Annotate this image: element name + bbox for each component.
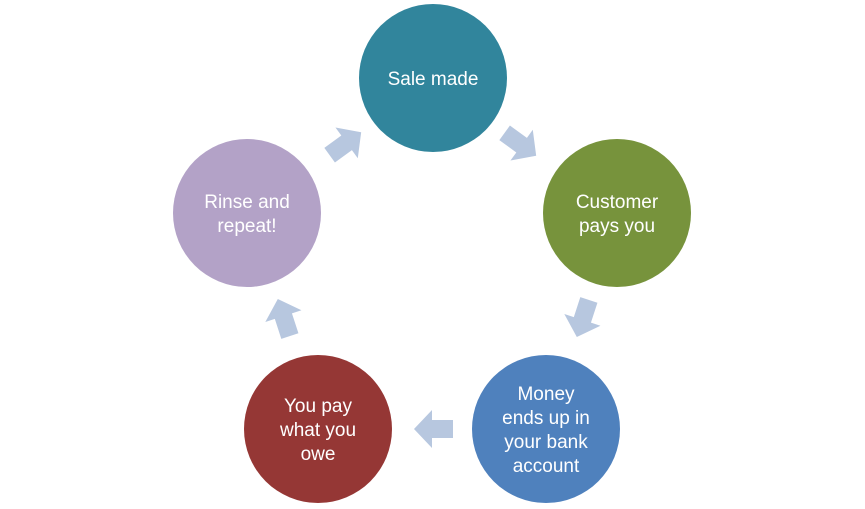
node-circle [173, 139, 321, 287]
node-you-pay-what-you-owe: You pay what you owe [244, 355, 392, 503]
node-label-line: Money [517, 384, 575, 405]
node-label-line: your bank [504, 432, 588, 453]
node-label-line: ends up in [502, 408, 590, 429]
node-customer-pays-you: Customer pays you [543, 139, 691, 287]
node-circle [359, 4, 507, 152]
node-sale-made: Sale made [359, 4, 507, 152]
node-label: You pay what you owe [279, 396, 356, 465]
node-label-line: what you [279, 420, 356, 441]
node-label-line: repeat! [217, 216, 276, 237]
cycle-arrow [324, 127, 362, 163]
node-label-line: pays you [579, 216, 655, 237]
node-label-line: account [513, 456, 580, 477]
node-circle [472, 355, 620, 503]
cycle-arrow [499, 125, 537, 161]
cycle-arrow [564, 297, 601, 338]
node-label: Sale made [388, 69, 479, 90]
node-label-line: Sale made [388, 69, 479, 90]
node-rinse-and-repeat: Rinse and repeat! [173, 139, 321, 287]
node-label-line: You pay [284, 396, 352, 417]
node-label: Rinse and repeat! [204, 192, 290, 237]
node-label: Customer pays you [576, 192, 659, 237]
node-label-line: Rinse and [204, 192, 290, 213]
node-circle [244, 355, 392, 503]
node-label: Money ends up in your bank account [502, 384, 590, 477]
cycle-arrow [265, 298, 302, 339]
node-label-line: owe [301, 444, 336, 465]
node-label-line: Customer [576, 192, 659, 213]
cycle-arrow [414, 410, 453, 448]
node-circle [543, 139, 691, 287]
node-money-ends-up: Money ends up in your bank account [472, 355, 620, 503]
